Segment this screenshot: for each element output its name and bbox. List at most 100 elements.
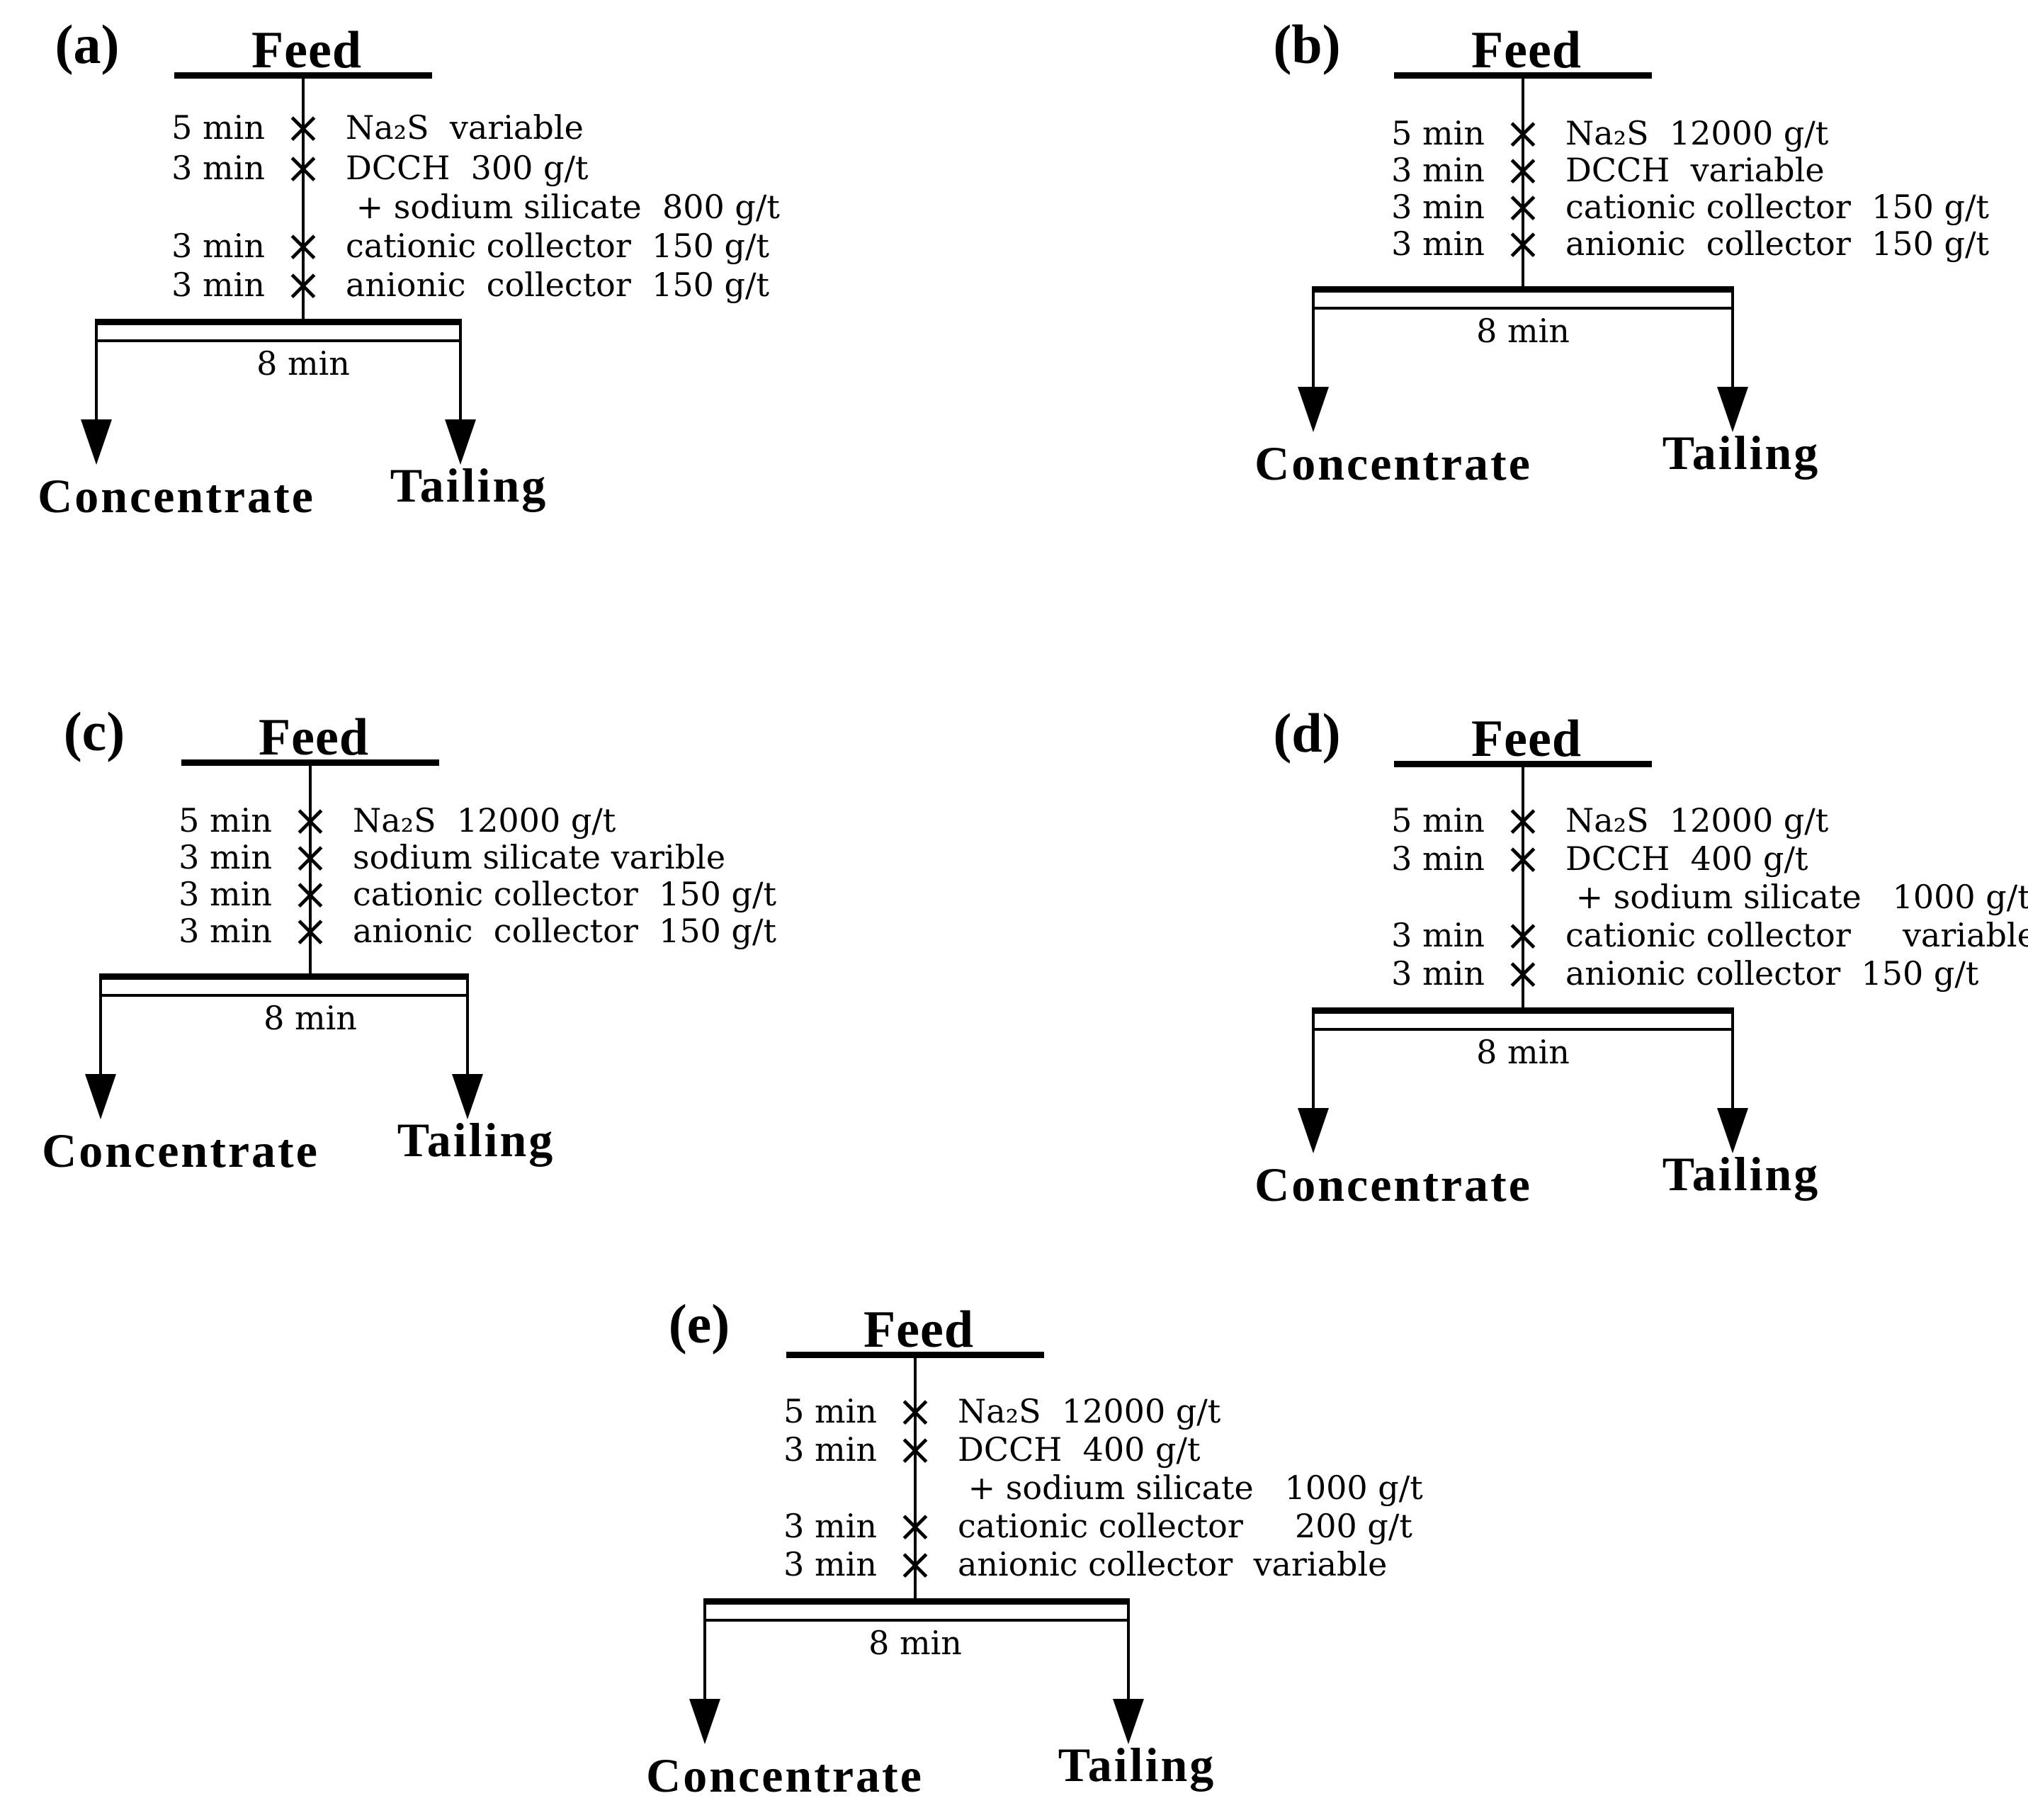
conditioning-time-label: 3 min: [1391, 916, 1485, 954]
reagent-addition-cross-icon: ×: [285, 259, 322, 310]
reagent-addition-cross-icon: ×: [897, 1385, 934, 1437]
feed-label: Feed: [1471, 710, 1582, 768]
reagent-label: anionic collector 150 g/t: [1565, 225, 1989, 263]
tailing-label: Tailing: [390, 458, 548, 512]
conditioning-time-label: 5 min: [171, 108, 265, 147]
tailing-arrow-shaft: [1127, 1598, 1130, 1702]
feed-label: Feed: [863, 1301, 975, 1359]
concentrate-arrow-shaft: [703, 1598, 706, 1702]
reagent-label: DCCH 400 g/t: [1565, 840, 1808, 878]
feed-conditioning-line: [914, 1358, 917, 1598]
reagent-label: anionic collector 150 g/t: [353, 912, 776, 950]
reagent-label: DCCH 400 g/t: [958, 1430, 1201, 1469]
feed-underline: [174, 72, 432, 79]
reagent-addition-cross-icon: ×: [1505, 947, 1541, 999]
feed-underline: [1394, 761, 1652, 767]
conditioning-time-label: 5 min: [783, 1392, 877, 1430]
conditioning-time-label: [1323, 877, 1485, 917]
concentrate-arrow-down-icon: [85, 1074, 116, 1119]
concentrate-label: Concentrate: [38, 469, 315, 523]
tailing-label: Tailing: [397, 1113, 555, 1167]
concentrate-label: Concentrate: [1254, 1158, 1532, 1211]
conditioning-time-label: 3 min: [1391, 954, 1485, 993]
flotation-time-label: 8 min: [1476, 312, 1570, 350]
reagent-addition-cross-icon: ×: [1505, 832, 1541, 884]
conditioning-time-label: 5 min: [1391, 801, 1485, 840]
concentrate-arrow-shaft: [1312, 286, 1315, 390]
reagent-addition-cross-icon: ×: [292, 831, 329, 883]
concentrate-arrow-down-icon: [1298, 387, 1329, 432]
flotation-time-label: 8 min: [868, 1624, 962, 1662]
tailing-arrow-down-icon: [1113, 1699, 1144, 1744]
concentrate-label: Concentrate: [1254, 436, 1532, 490]
reagent-label: anionic collector 150 g/t: [346, 266, 769, 304]
tailing-arrow-down-icon: [1717, 387, 1748, 432]
flotation-cell-bar-bottom: [1312, 307, 1734, 310]
reagent-label: DCCH variable: [1565, 151, 1825, 189]
concentrate-arrow-shaft: [1312, 1007, 1315, 1111]
reagent-addition-cross-icon: ×: [292, 794, 329, 846]
flotation-cell-bar-top: [99, 973, 469, 980]
concentrate-label: Concentrate: [42, 1124, 319, 1177]
reagent-label: sodium silicate varible: [353, 838, 726, 876]
reagent-addition-cross-icon: ×: [1505, 909, 1541, 961]
conditioning-time-label: 3 min: [179, 838, 272, 876]
conditioning-time-label: 5 min: [179, 801, 272, 840]
panel-index-label: (d): [1273, 702, 1341, 764]
feed-conditioning-line: [1522, 767, 1524, 1007]
tailing-arrow-down-icon: [1717, 1108, 1748, 1153]
conditioning-time-label: 3 min: [179, 912, 272, 950]
reagent-label: + sodium silicate 800 g/t: [346, 188, 780, 226]
conditioning-time-label: 3 min: [171, 266, 265, 304]
flotation-cell-bar-bottom: [1312, 1028, 1734, 1031]
feed-conditioning-line: [302, 79, 305, 319]
flotation-cell-bar-top: [1312, 286, 1734, 293]
reagent-addition-cross-icon: ×: [285, 142, 322, 193]
tailing-arrow-shaft: [1731, 1007, 1734, 1111]
reagent-addition-cross-icon: ×: [897, 1500, 934, 1551]
reagent-addition-cross-icon: ×: [292, 905, 329, 956]
tailing-label: Tailing: [1058, 1738, 1216, 1792]
reagent-addition-cross-icon: ×: [897, 1423, 934, 1475]
feed-label: Feed: [251, 21, 363, 79]
reagent-addition-cross-icon: ×: [1505, 144, 1541, 196]
feed-underline: [1394, 72, 1652, 79]
concentrate-arrow-down-icon: [81, 419, 112, 465]
reagent-addition-cross-icon: ×: [285, 220, 322, 271]
reagent-label: + sodium silicate 1000 g/t: [958, 1469, 1423, 1507]
conditioning-time-label: 3 min: [1391, 151, 1485, 189]
reagent-label: cationic collector 200 g/t: [958, 1507, 1412, 1545]
reagent-addition-cross-icon: ×: [1505, 217, 1541, 269]
reagent-label: DCCH 300 g/t: [346, 149, 589, 187]
conditioning-time-label: 3 min: [783, 1545, 877, 1583]
reagent-addition-cross-icon: ×: [1505, 794, 1541, 846]
feed-label: Feed: [258, 708, 370, 767]
conditioning-time-label: [103, 187, 265, 227]
feed-conditioning-line: [309, 766, 312, 973]
reagent-addition-cross-icon: ×: [285, 101, 322, 153]
conditioning-time-label: 3 min: [783, 1507, 877, 1545]
conditioning-time-label: [715, 1468, 877, 1508]
reagent-addition-cross-icon: ×: [897, 1538, 934, 1590]
flotation-cell-bar-top: [95, 319, 462, 325]
reagent-label: Na₂S 12000 g/t: [1565, 801, 1829, 840]
tailing-arrow-down-icon: [452, 1074, 483, 1119]
reagent-label: Na₂S 12000 g/t: [1565, 114, 1829, 152]
conditioning-time-label: 5 min: [1391, 114, 1485, 152]
flotation-time-label: 8 min: [1476, 1033, 1570, 1071]
conditioning-time-label: 3 min: [171, 227, 265, 265]
flotation-cell-bar-top: [1312, 1007, 1734, 1014]
reagent-label: Na₂S 12000 g/t: [353, 801, 616, 840]
flotation-time-label: 8 min: [256, 344, 350, 383]
conditioning-time-label: 3 min: [171, 149, 265, 187]
reagent-label: cationic collector 150 g/t: [1565, 188, 1989, 226]
flotation-cell-bar-bottom: [95, 339, 462, 342]
conditioning-time-label: 3 min: [1391, 225, 1485, 263]
reagent-label: + sodium silicate 1000 g/t: [1565, 878, 2028, 916]
reagent-label: cationic collector variable: [1565, 916, 2028, 954]
concentrate-arrow-shaft: [99, 973, 102, 1077]
reagent-label: anionic collector variable: [958, 1545, 1388, 1583]
reagent-addition-cross-icon: ×: [1505, 181, 1541, 232]
concentrate-arrow-down-icon: [1298, 1108, 1329, 1153]
tailing-label: Tailing: [1662, 426, 1820, 480]
